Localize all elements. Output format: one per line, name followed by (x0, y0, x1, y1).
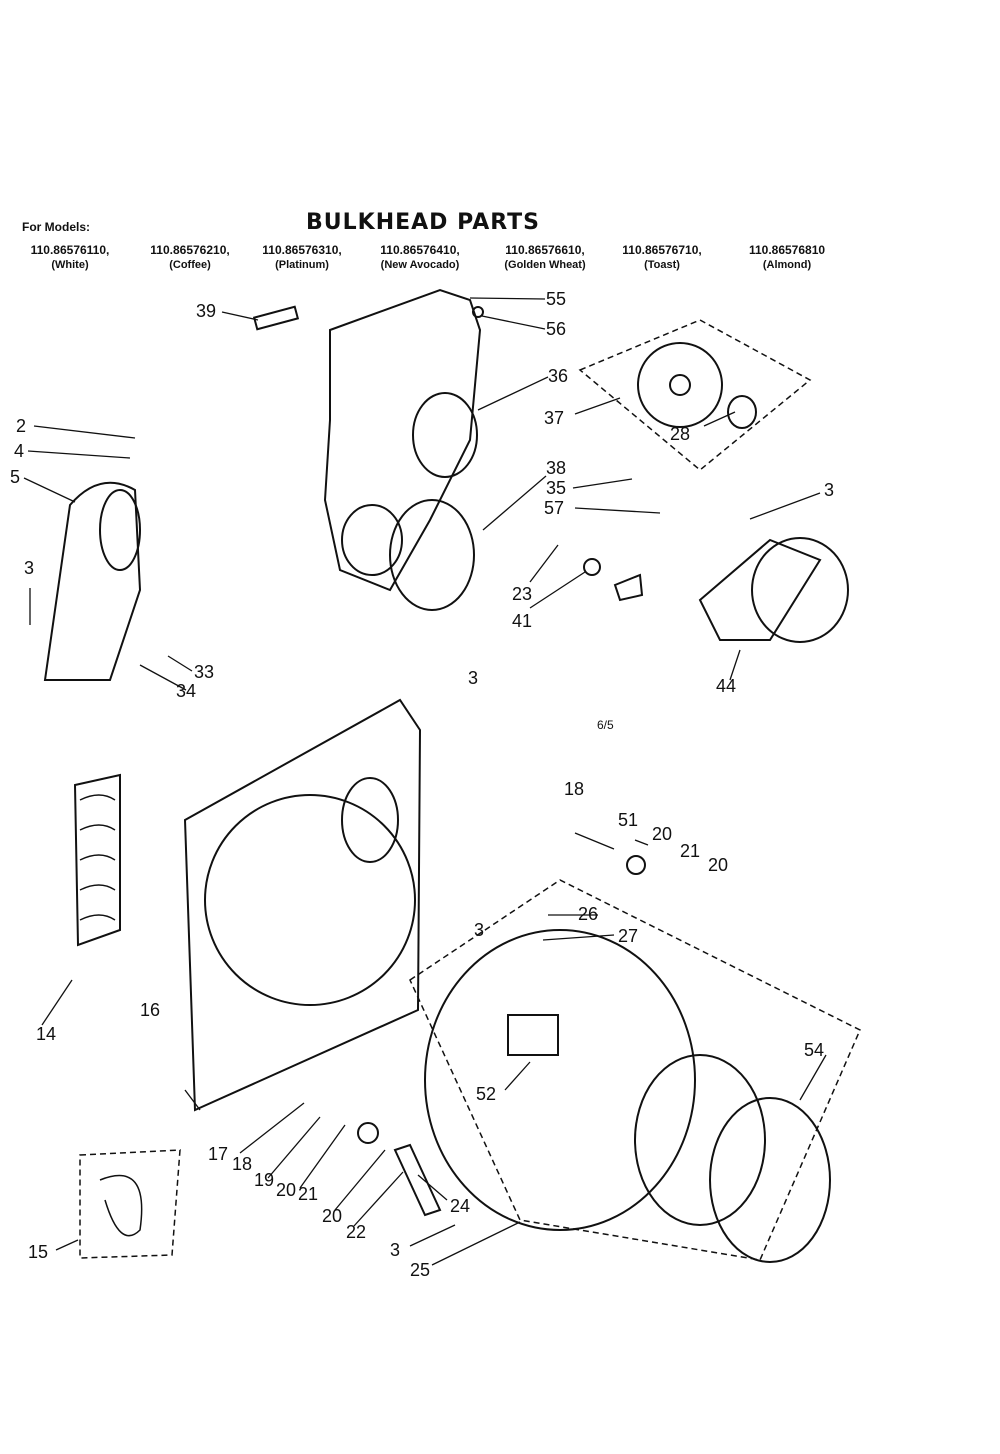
callout-38: 38 (546, 458, 566, 478)
callout-26: 26 (578, 904, 598, 924)
model-color: (Toast) (644, 259, 680, 271)
rear-bulkhead-opening (341, 504, 403, 576)
callout-34: 34 (176, 681, 196, 701)
model-item: 110.86576310, (Platinum) (252, 243, 352, 271)
model-number: 110.86576110, (30, 243, 110, 257)
page-title: BULKHEAD PARTS (306, 210, 541, 235)
drum-box-outline (409, 879, 861, 1261)
blower-duct (698, 538, 822, 641)
callout-4: 4 (14, 441, 24, 461)
model-color: (Coffee) (169, 259, 211, 271)
model-color: (Golden Wheat) (504, 259, 586, 271)
model-number: 110.86576210, (150, 243, 230, 257)
model-number: 110.86576410, (380, 243, 460, 257)
front-bulkhead-grille (341, 777, 399, 863)
lint-filter-screen (99, 489, 141, 571)
callout-41: 41 (512, 611, 532, 631)
roller-21-right (626, 855, 646, 875)
callout-52: 52 (476, 1084, 496, 1104)
clip-41 (583, 558, 601, 576)
bracket-39 (252, 305, 300, 331)
blower-nut-28 (727, 395, 757, 429)
callout-22: 22 (346, 1222, 366, 1242)
drum-baffle-52 (507, 1014, 559, 1056)
model-item: 110.86576110, (White) (20, 243, 120, 271)
callout-25: 25 (410, 1260, 430, 1280)
callout-24: 24 (450, 1196, 470, 1216)
harness-box-15 (79, 1149, 181, 1259)
callout-35: 35 (546, 478, 566, 498)
callout-56: 56 (546, 319, 566, 339)
callout-18-right: 18 (564, 779, 584, 799)
tie-bar-22 (393, 1143, 442, 1217)
model-color: (Almond) (762, 259, 812, 271)
model-item: 110.86576410, (New Avocado) (365, 243, 475, 271)
model-item: 110.86576810 (Almond) (732, 243, 842, 271)
callout-33: 33 (194, 662, 214, 682)
callout-27: 27 (618, 926, 638, 946)
model-number: 110.86576610, (505, 243, 585, 257)
callout-3-drum: 3 (474, 920, 484, 940)
callout-18-bottom: 18 (232, 1154, 252, 1174)
front-bulkhead-17 (183, 698, 422, 1112)
callout-54: 54 (804, 1040, 824, 1060)
callout-14: 14 (36, 1024, 56, 1044)
callout-16: 16 (140, 1000, 160, 1020)
callout-3-left: 3 (24, 558, 34, 578)
callout-36: 36 (548, 366, 568, 386)
models-label: For Models: (22, 220, 90, 234)
blower-wheel-37 (637, 342, 723, 428)
blower-box-outline (578, 319, 812, 471)
model-item: 110.86576710, (Toast) (612, 243, 712, 271)
model-number: 110.86576310, (262, 243, 342, 257)
lint-filter-5 (43, 481, 142, 681)
model-number: 110.86576710, (622, 243, 702, 257)
callout-21-right: 21 (680, 841, 700, 861)
callout-20-right-2: 20 (708, 855, 728, 875)
callout-21-bottom: 21 (298, 1184, 318, 1204)
drum-25 (424, 929, 696, 1231)
front-bulkhead-opening (204, 794, 416, 1006)
callout-3-right: 3 (824, 480, 834, 500)
callout-3-mid: 3 (468, 668, 478, 688)
callout-23: 23 (512, 584, 532, 604)
callout-20-bottom-2: 20 (322, 1206, 342, 1226)
callout-2: 2 (16, 416, 26, 436)
callout-20-right: 20 (652, 824, 672, 844)
heater-14 (73, 773, 121, 947)
blower-housing-44 (751, 537, 849, 643)
callout-3-bottom: 3 (390, 1240, 400, 1260)
callout-17: 17 (208, 1144, 228, 1164)
model-color: (Platinum) (275, 259, 329, 271)
model-number: 110.86576810 (748, 243, 826, 257)
page-mark: 6/5 (597, 718, 614, 732)
bracket-23 (613, 573, 644, 602)
model-color: (New Avocado) (380, 259, 460, 271)
model-item: 110.86576210, (Coffee) (140, 243, 240, 271)
rear-bulkhead (323, 288, 482, 592)
callout-19: 19 (254, 1170, 274, 1190)
roller-21-bottom (357, 1122, 379, 1144)
callout-51: 51 (618, 810, 638, 830)
callout-39: 39 (196, 301, 216, 321)
model-color: (White) (51, 259, 89, 271)
callout-44: 44 (716, 676, 736, 696)
drum-seal-54 (709, 1097, 831, 1263)
blower-wheel-hub (669, 374, 691, 396)
callout-28: 28 (670, 424, 690, 444)
model-item: 110.86576610, (Golden Wheat) (490, 243, 600, 271)
callout-20-bottom: 20 (276, 1180, 296, 1200)
callout-37: 37 (544, 408, 564, 428)
heater-coil (79, 794, 116, 921)
rear-seal-36 (412, 392, 478, 478)
screw-56 (472, 306, 484, 318)
callout-15: 15 (28, 1242, 48, 1262)
callout-57: 57 (544, 498, 564, 518)
callout-55: 55 (546, 289, 566, 309)
rear-seal-38 (389, 499, 475, 611)
drum-front-opening (634, 1054, 766, 1226)
harness-wire (99, 1174, 143, 1237)
callout-5: 5 (10, 467, 20, 487)
